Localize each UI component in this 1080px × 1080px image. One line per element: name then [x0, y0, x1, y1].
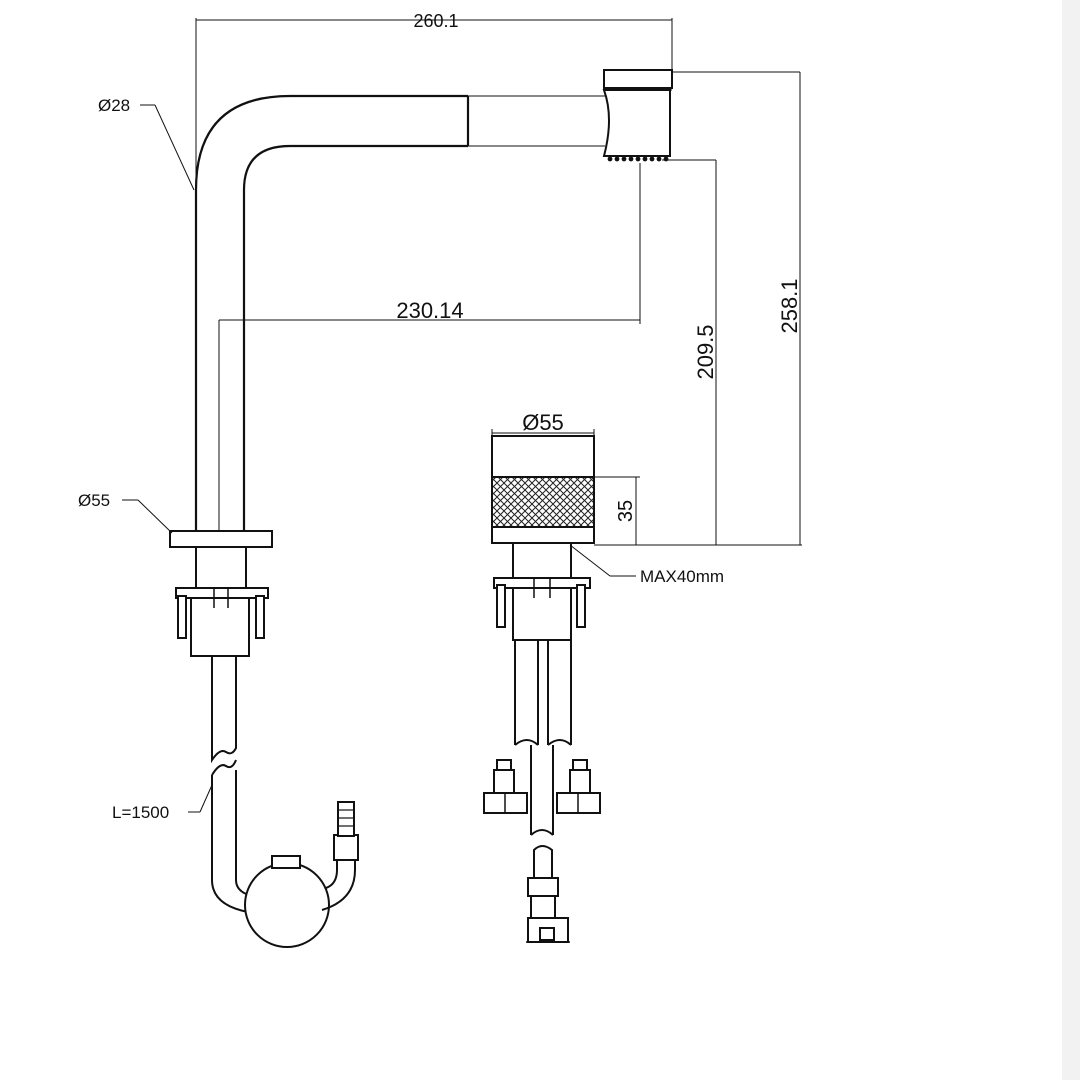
hose [211, 656, 253, 913]
supply-connectors [483, 759, 601, 814]
supply-hoses [514, 640, 572, 836]
base-diameter-right-label: Ø55 [522, 410, 564, 435]
spout-diameter-label: Ø28 [98, 96, 130, 115]
leader-lines [122, 104, 636, 813]
valve-ball [244, 801, 359, 948]
spray-nozzles [607, 156, 669, 162]
dimension-overall-height [594, 71, 802, 546]
dimension-handle-height [594, 476, 640, 545]
outlet-connector [526, 845, 570, 943]
dimension-reach [219, 163, 641, 324]
dimension-spout-height [662, 159, 717, 545]
left-base-mount [169, 530, 273, 657]
right-base-mount [493, 542, 591, 641]
max-deck-label: MAX40mm [640, 567, 724, 586]
edge-strip [1062, 0, 1080, 1080]
handle-height-label: 35 [615, 500, 637, 522]
spout-height-label: 209.5 [693, 324, 718, 379]
handle-body [491, 435, 595, 544]
dimension-overall-width [195, 18, 673, 190]
overall-height-label: 258.1 [777, 278, 802, 333]
spray-head [468, 69, 673, 162]
base-diameter-left-label: Ø55 [78, 491, 110, 510]
overall-width-label: 260.1 [413, 11, 458, 31]
dimension-handle-diameter [491, 429, 595, 440]
hose-length-label: L=1500 [112, 803, 169, 822]
reach-label: 230.14 [396, 298, 463, 323]
